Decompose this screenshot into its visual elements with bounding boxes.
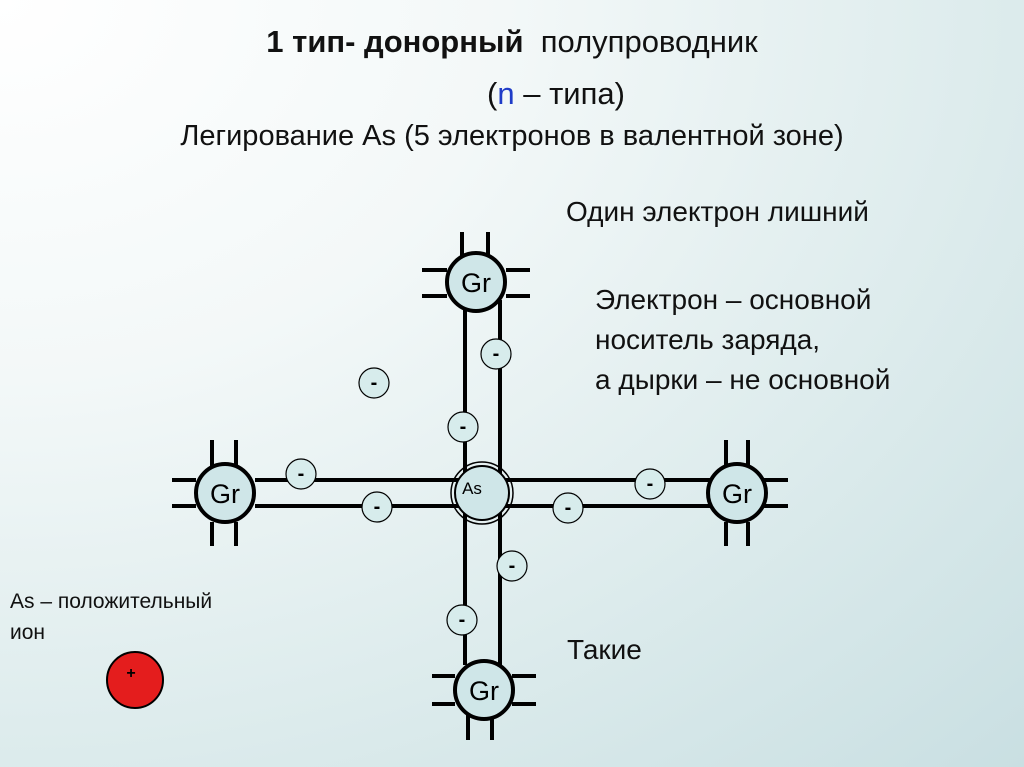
positive-ion: + [106,651,164,709]
atom-circle [194,462,256,524]
ion-label-line-1: As – положительный [10,590,213,613]
gr-atom-right: Gr [706,462,768,524]
slide-subtitle: (n – типа) [0,76,1024,112]
svg-text:-: - [565,497,572,519]
atom-label: As [462,479,482,498]
svg-text:-: - [298,463,305,485]
gr-atom-bottom: Gr [453,659,515,721]
gr-atom-left: Gr [194,462,256,524]
slide-title: 1 тип- донорный полупроводник [0,24,1024,60]
electron: - [361,491,393,523]
svg-text:-: - [509,555,516,577]
electron: - [634,468,666,500]
svg-text:-: - [371,372,378,394]
title-rest-part: полупроводник [540,24,758,59]
doping-line: Легирование As (5 электронов в валентной… [180,120,844,152]
svg-text:-: - [374,496,381,518]
electrons: - - - - - - - - - [285,338,666,636]
electron: - [552,492,584,524]
electron: - [496,550,528,582]
svg-text:-: - [647,473,654,495]
such-note: Такие [567,634,642,665]
atom-circle [454,465,510,521]
subtitle-n-letter: n [497,76,515,111]
atom-label: Gr [210,479,240,509]
atom-ring [450,461,514,525]
electron: - [446,604,478,636]
carriers-line-2: носитель заряда, [595,324,821,355]
electron: - [447,411,479,443]
carriers-note: Электрон – основной носитель заряда, а д… [595,280,890,400]
subtitle-rest: – типа) [514,76,625,111]
ion-circle [106,651,164,709]
ion-sign: + [126,665,135,682]
electron: - [358,367,390,399]
as-atom-center: As [450,461,514,525]
title-bold-part: 1 тип- донорный [266,24,524,59]
gr-atom-top: Gr [445,251,507,313]
subtitle-open-paren: ( [487,76,498,111]
atom-circle [453,659,515,721]
atom-circle [445,251,507,313]
svg-text:-: - [460,416,467,438]
electron: - [285,458,317,490]
carriers-line-3: а дырки – не основной [595,364,891,395]
extra-electron-note: Один электрон лишний [566,196,869,227]
atom-circle [706,462,768,524]
electron: - [480,338,512,370]
svg-text:-: - [459,609,466,631]
ion-label: As – положительный ион [10,586,212,648]
atom-label: Gr [469,676,499,706]
svg-text:-: - [493,343,500,365]
atom-label: Gr [722,479,752,509]
carriers-line-1: Электрон – основной [595,284,872,315]
ion-label-line-2: ион [10,621,46,644]
atom-label: Gr [461,268,491,298]
